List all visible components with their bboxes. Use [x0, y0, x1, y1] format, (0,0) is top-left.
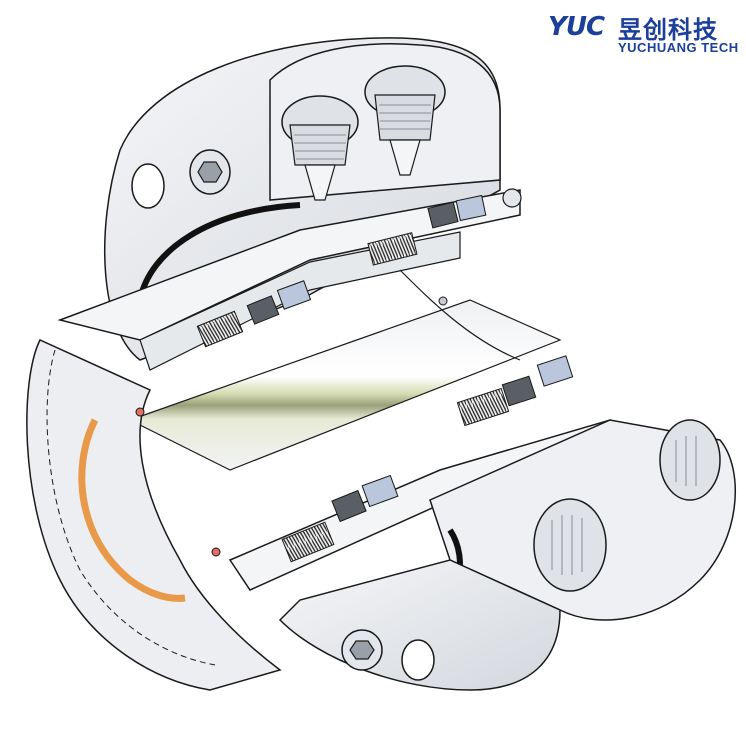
set-screw: [502, 188, 522, 208]
logo-mark: YUC: [548, 12, 605, 42]
rear-oring-black: [137, 202, 301, 301]
front-flange: [278, 559, 561, 691]
threaded-port-icon: [281, 95, 359, 201]
spring-stack-icon: [196, 310, 244, 348]
threaded-port-icon: [364, 65, 446, 176]
seal-face-dark: [427, 201, 459, 229]
hex-socket-bolt-icon: [341, 629, 383, 671]
seal-ring-blue: [455, 194, 487, 222]
spring-stack-icon: [281, 521, 335, 563]
logo-name-cn: 昱创科技: [618, 16, 718, 44]
flange-bolt-hole: [131, 163, 165, 209]
seal-ring-blue: [276, 280, 312, 310]
seal-face-dark: [501, 375, 537, 407]
spring-stack-icon: [456, 387, 510, 427]
shaft-sleeve: [128, 269, 562, 471]
hex-socket-bolt-icon: [189, 149, 231, 195]
threaded-port-icon: [659, 419, 721, 501]
seal-section-top: [57, 188, 522, 371]
gland-housing-top: [269, 43, 501, 201]
logo-name-en: YUCHUANG TECH: [618, 40, 739, 55]
front-oring-orange: [78, 418, 186, 602]
seal-ring-blue: [361, 474, 399, 508]
company-logo: YUC 昱创科技 YUCHUANG TECH: [548, 8, 740, 60]
seal-face-dark: [246, 295, 280, 325]
front-sleeve-ring: [26, 339, 282, 691]
flange-bolt-hole: [401, 639, 435, 681]
seal-face-dark: [331, 489, 367, 523]
seal-ring-blue: [536, 355, 574, 387]
threaded-port-icon: [533, 498, 607, 592]
spring-stack-icon: [367, 232, 418, 266]
